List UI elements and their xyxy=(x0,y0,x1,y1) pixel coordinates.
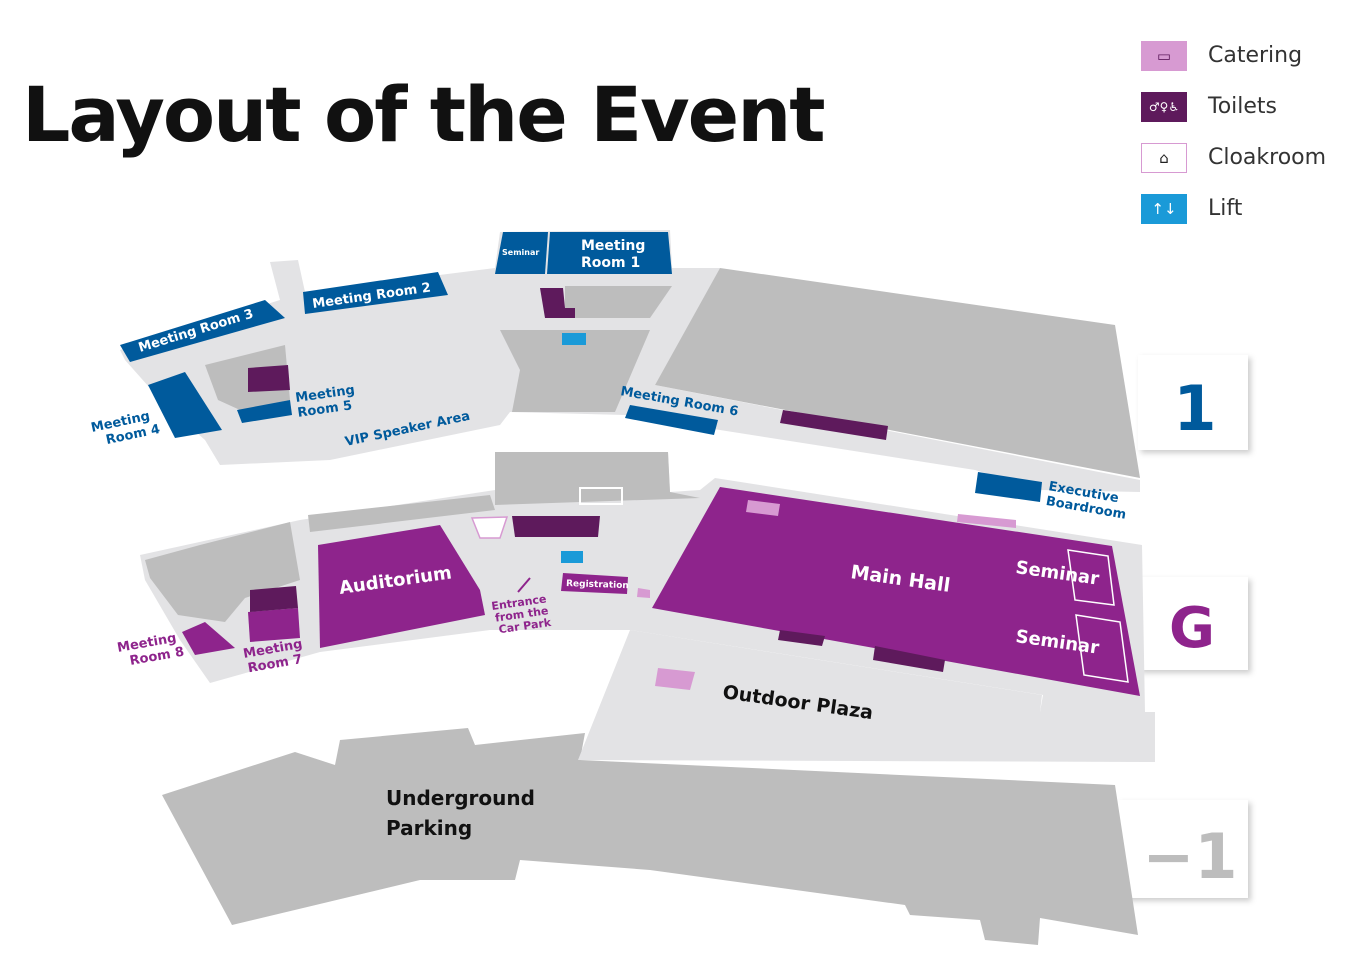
registration xyxy=(561,573,628,594)
lift-icon xyxy=(561,551,583,563)
hall-block xyxy=(655,268,1140,478)
lift-arrows-icon: ↑↓ xyxy=(1141,193,1187,224)
floor-label: −1 xyxy=(1142,820,1237,893)
legend-item-lift: ↑↓ Lift xyxy=(1141,183,1326,234)
coffee-cup-icon: ▭ xyxy=(1141,40,1187,71)
floor-label: 1 xyxy=(1173,372,1216,445)
outdoor-plaza xyxy=(578,630,1155,762)
seminar-label: Seminar xyxy=(502,248,539,257)
lift-icon xyxy=(562,333,586,345)
coffee-cup-icon xyxy=(957,514,1016,528)
toilets-icon xyxy=(540,288,575,318)
meeting-room-2 xyxy=(303,272,448,314)
floor-label: G xyxy=(1169,596,1215,661)
entrance-arrow-icon xyxy=(517,577,531,593)
toilets-icon xyxy=(778,630,825,646)
floor-first: Meeting Room 3 Meeting Room 2 Seminar Me… xyxy=(90,230,1140,523)
meeting-room-1 xyxy=(547,232,672,274)
executive-boardroom xyxy=(975,472,1042,502)
legend-item-catering: ▭ Catering xyxy=(1141,30,1326,81)
meeting-room-6 xyxy=(625,405,718,435)
floor-tab-g: G xyxy=(1138,577,1248,670)
meeting-room-8 xyxy=(182,622,235,655)
toilets-icon xyxy=(250,586,298,612)
legend-item-toilets: ♂♀♿ Toilets xyxy=(1141,81,1326,132)
auditorium xyxy=(318,525,485,648)
legend-label: Catering xyxy=(1208,43,1303,68)
seminar-room xyxy=(495,232,548,274)
coffee-cup-icon xyxy=(637,588,650,598)
hanger-icon xyxy=(470,516,509,539)
legend: ▭ Catering ♂♀♿ Toilets ⌂ Cloakroom ↑↓ Li… xyxy=(1141,30,1326,234)
underground-parking xyxy=(162,728,1138,945)
meeting-room-4-label: MeetingRoom 4 xyxy=(90,407,162,450)
coffee-cup-icon xyxy=(655,668,695,690)
toilets-icon xyxy=(248,365,290,392)
registration-label: Registration xyxy=(566,579,629,591)
toilets-icon xyxy=(873,646,945,672)
floor-ground: Auditorium Main Hall Seminar Seminar Reg… xyxy=(116,452,1155,762)
meeting-room-3 xyxy=(120,300,285,362)
legend-label: Lift xyxy=(1208,196,1243,221)
floor-tab-minus1: −1 xyxy=(1118,800,1248,898)
meeting-room-8-label: MeetingRoom 8 xyxy=(116,630,185,671)
page-title: Layout of the Event xyxy=(22,70,826,159)
main-hall xyxy=(652,487,1140,696)
toilets-icon: ♂♀♿ xyxy=(1141,91,1187,122)
meeting-room-7-label: MeetingRoom 7 xyxy=(242,637,306,677)
legend-label: Cloakroom xyxy=(1208,145,1327,170)
toilets-icon xyxy=(780,410,888,440)
legend-item-cloakroom: ⌂ Cloakroom xyxy=(1141,132,1326,183)
meeting-room-7 xyxy=(248,608,300,642)
meeting-room-5 xyxy=(237,400,292,423)
meeting-room-4 xyxy=(148,372,222,438)
hanger-icon: ⌂ xyxy=(1141,142,1187,173)
entrance-label: Entrancefrom theCar Park xyxy=(491,592,553,637)
legend-label: Toilets xyxy=(1208,94,1278,119)
floor-tab-1: 1 xyxy=(1138,355,1248,450)
coffee-cup-icon xyxy=(746,500,780,516)
toilets-icon xyxy=(512,516,600,537)
